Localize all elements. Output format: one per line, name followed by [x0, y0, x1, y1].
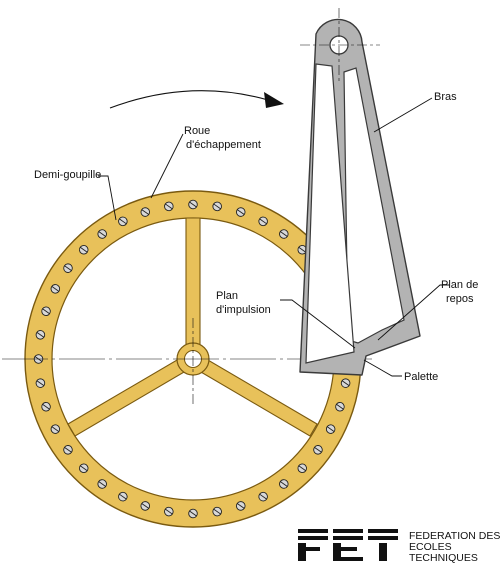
demi-goupille-pin: [140, 207, 151, 217]
leader-demi-goupille: [98, 175, 117, 221]
demi-goupille-pin: [335, 401, 345, 412]
pallet-arm: [299, 8, 421, 376]
demi-goupille-pin: [340, 378, 351, 388]
leader-bras: [373, 97, 433, 133]
demi-goupille-pin: [63, 263, 73, 273]
demi-goupille-pin: [235, 501, 246, 511]
fet-logo-mark: [298, 529, 398, 561]
demi-goupille-pin: [188, 508, 198, 519]
demi-goupille-pin: [97, 479, 107, 489]
demi-goupille-pin: [118, 491, 128, 502]
demi-goupille-pin: [35, 378, 46, 388]
label-roue-line2: d'échappement: [186, 139, 261, 151]
demi-goupille-pin: [258, 216, 268, 227]
label-palette: Palette: [404, 371, 438, 383]
label-plan-repos-line2: repos: [446, 293, 474, 305]
demi-goupille-pin: [41, 306, 51, 317]
label-plan-repos-line1: Plan de: [441, 279, 478, 291]
demi-goupille-pin: [235, 207, 246, 217]
demi-goupille-pin: [50, 284, 61, 294]
logo-text-line1: FEDERATION DES: [409, 530, 500, 542]
leader-palette: [363, 359, 402, 377]
demi-goupille-pin: [297, 463, 308, 474]
demi-goupille-pin: [279, 229, 289, 239]
demi-goupille-pin: [78, 244, 89, 255]
arm-slot-lower: [305, 63, 355, 364]
demi-goupille-pin: [41, 401, 51, 412]
demi-goupille-pin: [78, 463, 89, 474]
leader-plan-repos: [377, 284, 450, 341]
demi-goupille-pin: [35, 330, 46, 340]
demi-goupille-pin: [325, 424, 336, 434]
demi-goupille-pin: [279, 479, 289, 489]
demi-goupille-pin: [313, 445, 323, 455]
demi-goupille-pin: [212, 201, 222, 212]
demi-goupille-pin: [140, 501, 151, 511]
demi-goupille-pin: [258, 491, 268, 502]
rotation-arrow: [109, 90, 269, 109]
label-demi-goupille: Demi-goupille: [34, 169, 101, 181]
label-bras: Bras: [434, 91, 457, 103]
rotation-arrow-head: [264, 92, 284, 108]
demi-goupille-pin: [164, 201, 174, 212]
demi-goupille-pin: [212, 506, 222, 517]
demi-goupille-pin: [63, 445, 73, 455]
label-roue-line1: Roue: [184, 125, 210, 137]
fet-logo: FEDERATION DES ECOLES TECHNIQUES: [298, 529, 500, 564]
demi-goupille-pin: [188, 199, 198, 210]
demi-goupille-pin: [97, 229, 107, 239]
demi-goupille-pin: [50, 424, 61, 434]
leader-plan-impulsion: [280, 299, 356, 349]
logo-text-line2: ECOLES: [409, 541, 452, 553]
demi-goupille-pin: [164, 506, 174, 517]
logo-text-line3: TECHNIQUES: [409, 552, 478, 564]
demi-goupille-pin: [118, 216, 128, 227]
label-plan-impulsion-line2: d'impulsion: [216, 304, 271, 316]
label-plan-impulsion-line1: Plan: [216, 290, 238, 302]
leader-roue: [150, 133, 184, 199]
